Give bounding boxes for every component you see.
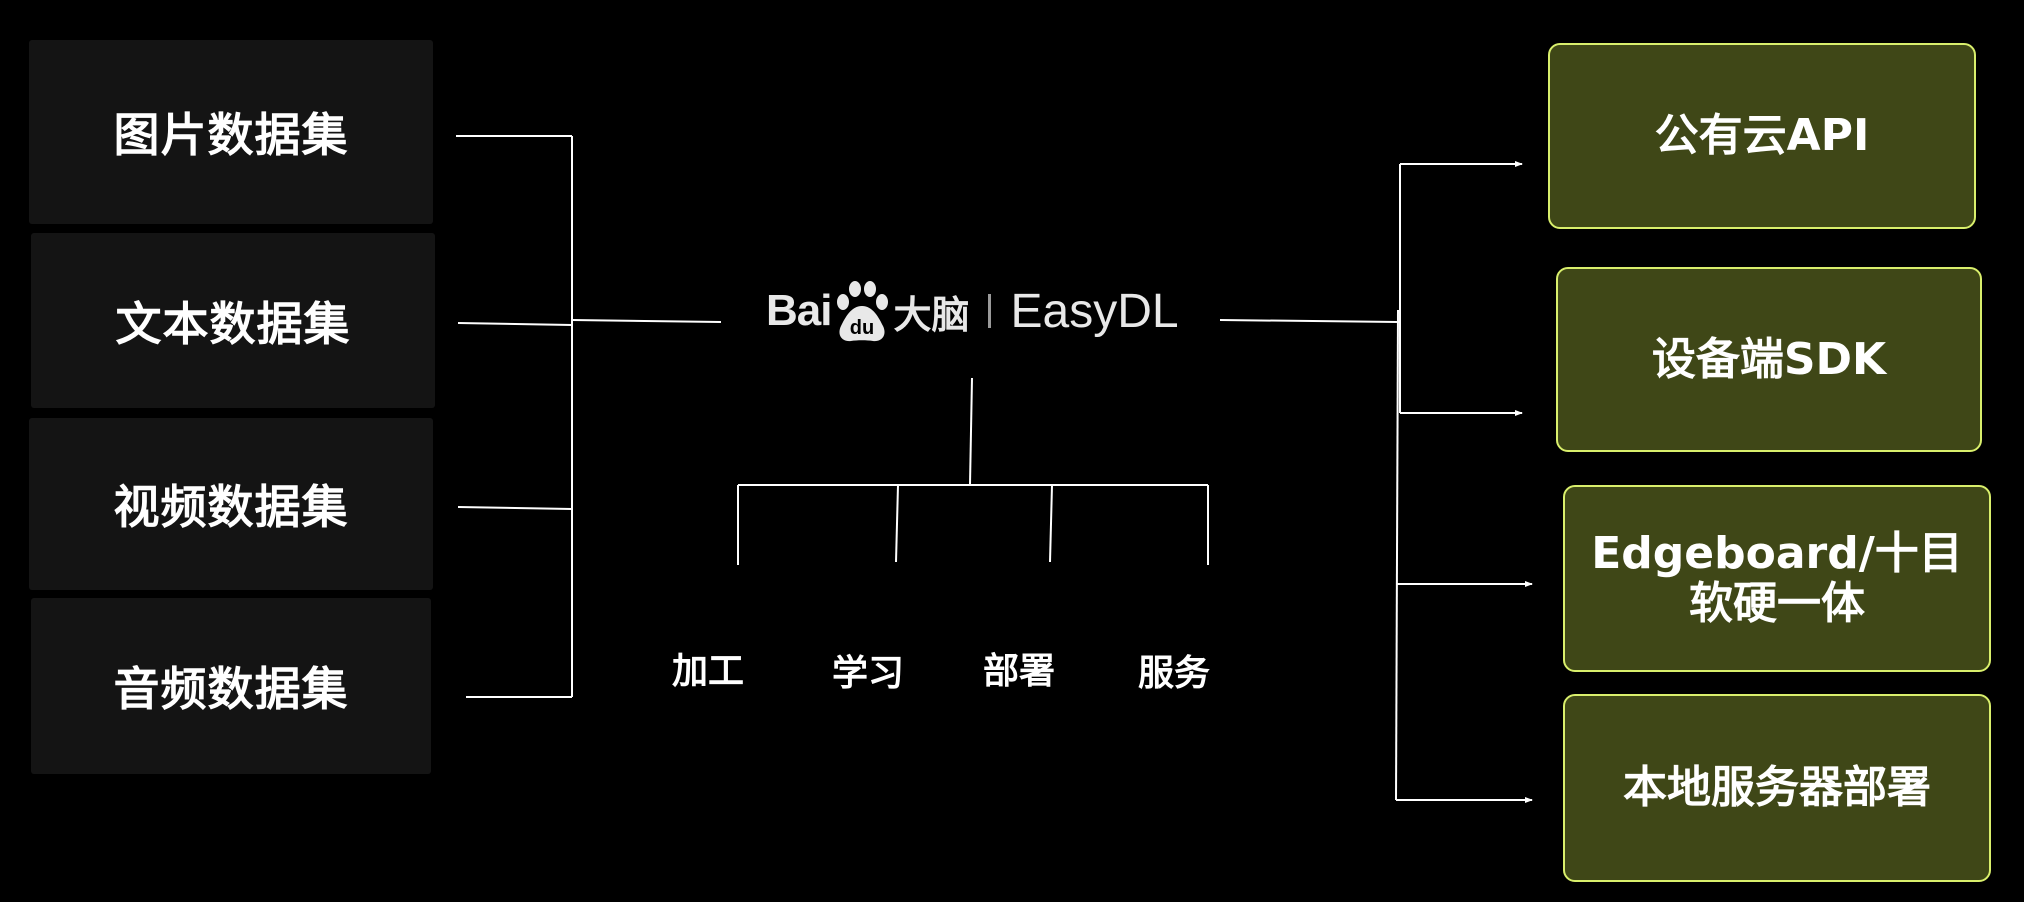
step-label-learn: 学习 (832, 653, 905, 694)
step-label-serve: 服务 (1138, 653, 1211, 694)
baidu-easydl-logo: Bai du 大脑 EasyDL (766, 276, 1179, 346)
dataset-label: 音频数据集 (113, 662, 349, 716)
connector-dataset-2 (457, 322, 573, 326)
dataset-box-audio: 音频数据集 (31, 598, 431, 774)
dataset-label: 图片数据集 (113, 108, 349, 162)
logo-separator (987, 294, 991, 328)
dataset-label: 视频数据集 (113, 480, 349, 534)
dataset-box-text: 文本数据集 (31, 233, 435, 408)
dataset-label: 文本数据集 (115, 296, 351, 351)
connector-bracket-right (1395, 309, 1399, 801)
target-label-line-2: 软硬一体 (1688, 577, 1865, 629)
logo-easydl-text: EasyDL (1010, 284, 1179, 338)
target-label: 本地服务器部署 (1623, 762, 1931, 813)
target-label: Edgeboard/十目 软硬一体 (1591, 527, 1963, 629)
logo-danao-text: 大脑 (893, 292, 970, 337)
target-box-edgeboard: Edgeboard/十目 软硬一体 (1563, 485, 1991, 672)
target-box-device-sdk: 设备端SDK (1556, 267, 1982, 452)
connector-step-2 (895, 484, 899, 563)
target-box-public-cloud-api: 公有云API (1548, 43, 1976, 229)
logo-du-text: du (850, 317, 874, 339)
target-box-local-server: 本地服务器部署 (1563, 694, 1991, 882)
dataset-box-image: 图片数据集 (29, 40, 433, 224)
dataset-box-video: 视频数据集 (29, 418, 433, 590)
target-label-line-1: Edgeboard/十目 (1591, 527, 1963, 579)
connector-from-center (1219, 319, 1401, 323)
target-label: 设备端SDK (1651, 333, 1887, 385)
baidu-paw-icon: du (837, 281, 889, 342)
step-label-process: 加工 (672, 651, 745, 692)
connector-step-3 (1049, 484, 1053, 563)
connector-dataset-3 (457, 506, 573, 510)
step-label-deploy: 部署 (983, 651, 1056, 692)
connector-center-down (969, 377, 973, 485)
logo-bai-text: Bai (766, 286, 832, 335)
connector-to-center (571, 319, 722, 323)
target-label: 公有云API (1654, 110, 1870, 161)
